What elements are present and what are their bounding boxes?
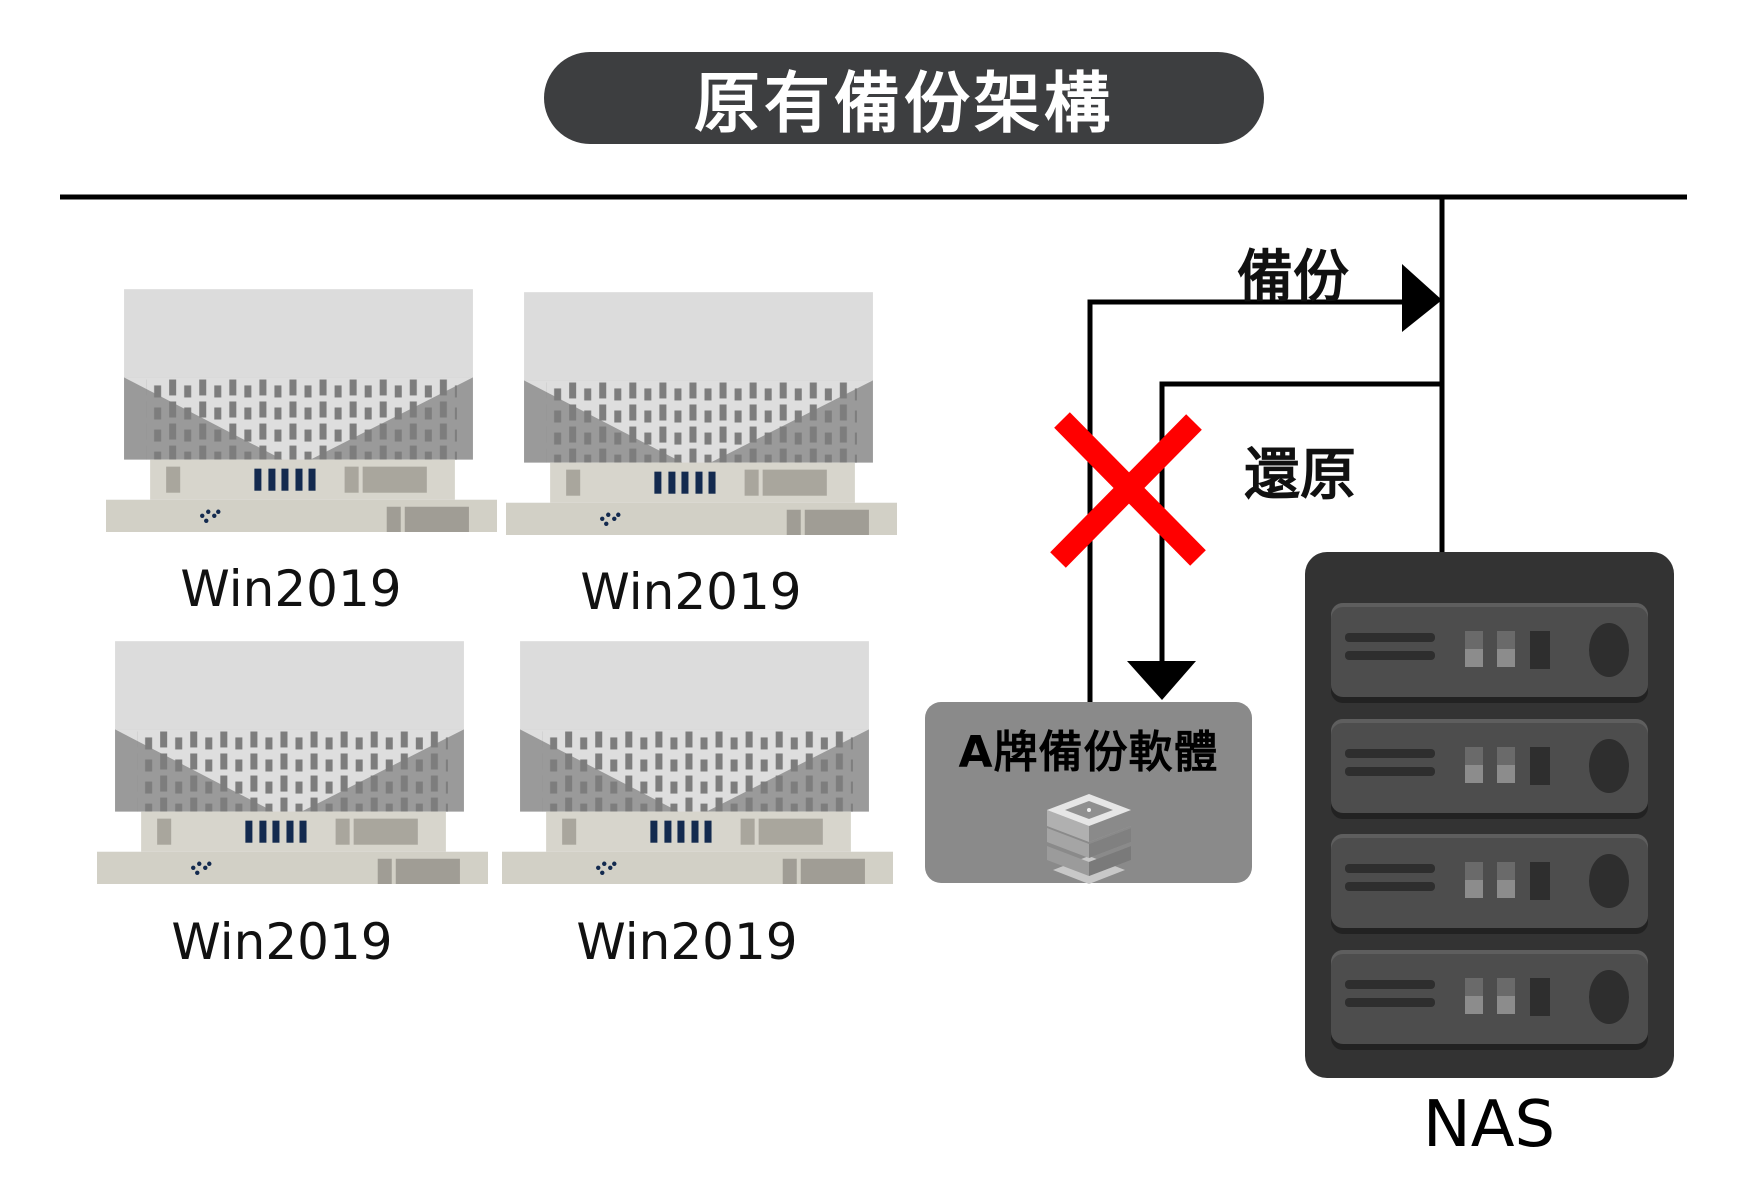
nas-slot-details: [1345, 623, 1629, 1024]
server-label: Win2019: [576, 913, 798, 971]
restore-path: [1159, 381, 1442, 665]
backup-software-label: A牌備份軟體: [958, 727, 1219, 778]
nas-label: NAS: [1422, 1088, 1556, 1162]
server-icon: [106, 289, 497, 532]
restore-arrow-icon: [1127, 661, 1196, 700]
server-icon: [97, 641, 488, 884]
backup-path: [1087, 299, 1405, 702]
server-stack-icon: [1047, 794, 1131, 884]
server-label: Win2019: [580, 563, 802, 621]
server-icon: [506, 292, 897, 535]
server-label: Win2019: [180, 560, 402, 618]
backup-software-box: A牌備份軟體: [925, 702, 1252, 884]
diagram-title: 原有備份架構: [544, 52, 1264, 144]
server-label: Win2019: [171, 913, 393, 971]
backup-arrow-icon: [1402, 264, 1442, 332]
server-icon: [502, 641, 893, 884]
restore-label: 還原: [1244, 443, 1356, 508]
backup-label: 備份: [1237, 245, 1349, 310]
blocked-cross-icon: [1050, 412, 1206, 568]
